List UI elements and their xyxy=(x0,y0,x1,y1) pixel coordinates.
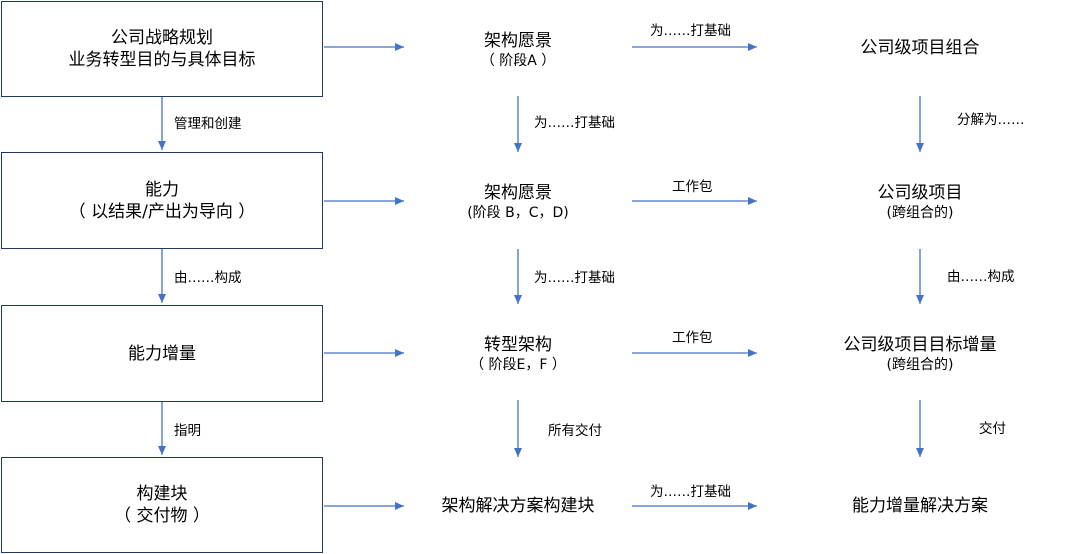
label-h-3: 工作包 xyxy=(672,330,713,346)
node-arch-vision-bcd-sub: (阶段 B，C，D) xyxy=(467,205,569,221)
node-program-increment-title: 公司级项目目标增量 xyxy=(843,335,997,355)
node-arch-vision-a-title: 架构愿景 xyxy=(484,31,552,51)
label-mid-1: 为……打基础 xyxy=(534,115,615,131)
node-arch-vision-bcd: 架构愿景 (阶段 B，C，D) xyxy=(410,182,626,222)
label-right-3: 交付 xyxy=(979,421,1006,437)
label-mid-2: 为……打基础 xyxy=(534,270,615,286)
box-capability-increment: 能力增量 xyxy=(1,305,323,402)
node-transition-arch-title: 转型架构 xyxy=(484,335,552,355)
box-capability-increment-line1: 能力增量 xyxy=(128,343,196,364)
box-building-block-line2: （ 交付物 ） xyxy=(114,506,210,526)
node-capability-solution-title: 能力增量解决方案 xyxy=(852,496,988,516)
node-solution-building-block-title: 架构解决方案构建块 xyxy=(441,496,595,516)
box-strategy: 公司战略规划 业务转型目的与具体目标 xyxy=(1,1,323,97)
node-program: 公司级项目 (跨组合的) xyxy=(790,182,1050,222)
label-h-1: 为……打基础 xyxy=(650,23,731,39)
node-solution-building-block: 架构解决方案构建块 xyxy=(410,494,626,518)
node-transition-arch: 转型架构 （ 阶段E，F ） xyxy=(410,334,626,374)
box-capability-line2: （ 以结果/产出为导向 ） xyxy=(68,201,256,222)
node-capability-solution: 能力增量解决方案 xyxy=(790,494,1050,518)
node-transition-arch-sub: （ 阶段E，F ） xyxy=(470,357,566,373)
node-portfolio-title: 公司级项目组合 xyxy=(860,38,980,58)
label-h-2: 工作包 xyxy=(672,179,713,195)
node-portfolio: 公司级项目组合 xyxy=(790,36,1050,60)
node-arch-vision-a-sub: （ 阶段A ） xyxy=(480,53,556,69)
label-right-1: 分解为…… xyxy=(957,112,1025,128)
label-h-4: 为……打基础 xyxy=(650,484,731,500)
label-left-3: 指明 xyxy=(174,423,201,439)
node-program-sub: (跨组合的) xyxy=(886,205,954,221)
label-right-2: 由……构成 xyxy=(947,269,1015,285)
box-building-block: 构建块 （ 交付物 ） xyxy=(1,457,323,553)
label-left-1: 管理和创建 xyxy=(174,116,242,132)
label-mid-3: 所有交付 xyxy=(548,423,602,439)
node-arch-vision-bcd-title: 架构愿景 xyxy=(484,183,552,203)
box-building-block-line1: 构建块 xyxy=(136,484,188,504)
box-capability: 能力 （ 以结果/产出为导向 ） xyxy=(1,152,323,249)
node-program-increment: 公司级项目目标增量 (跨组合的) xyxy=(790,334,1050,374)
label-left-2: 由……构成 xyxy=(174,270,242,286)
node-program-title: 公司级项目 xyxy=(877,183,963,203)
node-arch-vision-a: 架构愿景 （ 阶段A ） xyxy=(410,30,626,70)
node-program-increment-sub: (跨组合的) xyxy=(886,357,954,373)
box-capability-line1: 能力 xyxy=(145,179,179,200)
box-strategy-line2: 业务转型目的与具体目标 xyxy=(68,50,256,70)
box-strategy-line1: 公司战略规划 xyxy=(111,28,213,48)
